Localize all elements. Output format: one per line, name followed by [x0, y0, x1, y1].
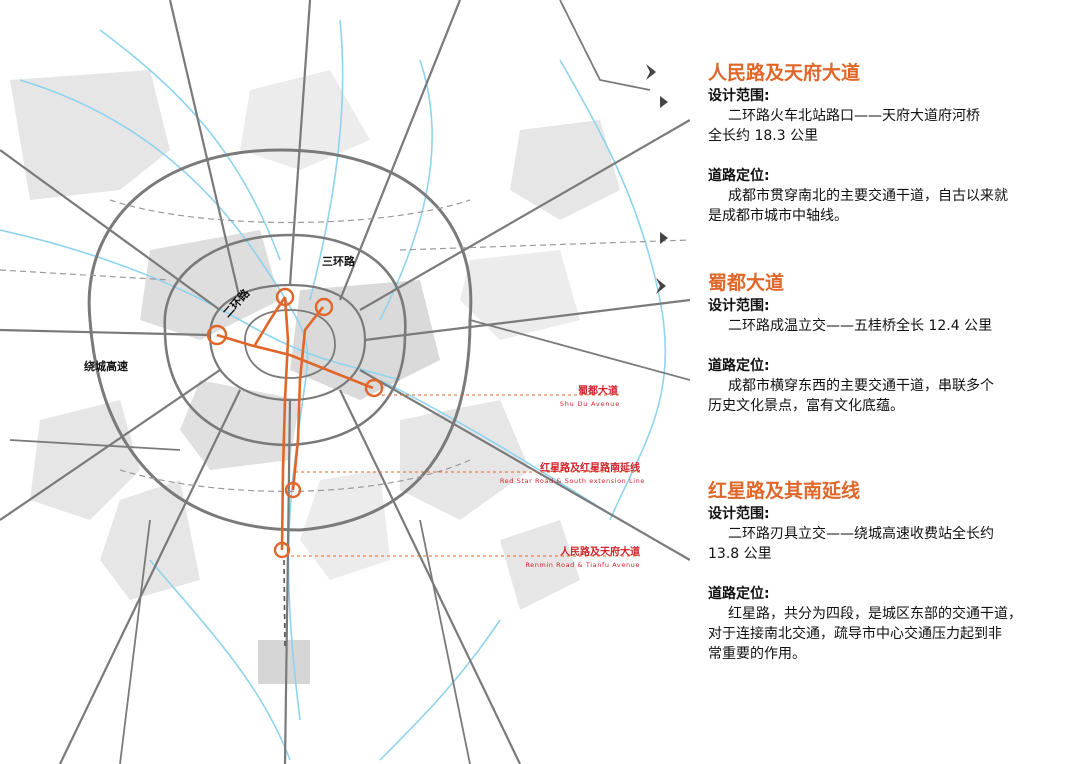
direction-arrows	[646, 64, 668, 294]
renmin-tianfu-route	[280, 296, 290, 551]
range-line: 全长约 18.3 公里	[708, 128, 819, 144]
callout-hongxing-cn: 红星路及红星路南延线	[540, 461, 640, 474]
node-tianfu-south	[273, 541, 291, 559]
route-nodes	[206, 287, 384, 559]
label-third-ring: 三环路	[322, 254, 356, 268]
position-label: 道路定位:	[708, 358, 770, 374]
callout-shudu-en: Shu Du Avenue	[560, 400, 620, 408]
position-line: 是成都市城市中轴线。	[708, 208, 848, 224]
node-wuguiqiao	[364, 378, 384, 398]
callout-hongxing-en: Red Star Road & South extension Line	[500, 477, 645, 485]
hongxing-route	[291, 306, 325, 491]
city-road-map: 二环路 三环路 绕城高速 蜀都大道 Shu Du Avenue 红星路及红星路南…	[0, 0, 690, 764]
position-line: 历史文化景点，富有文化底蕴。	[708, 398, 904, 414]
shudu-route	[216, 333, 374, 390]
callout-renmin-cn: 人民路及天府大道	[560, 545, 640, 558]
position-label: 道路定位:	[708, 586, 770, 602]
range-label: 设计范围:	[708, 298, 770, 314]
callout-renmin-en: Renmin Road & Tianfu Avenue	[525, 561, 640, 569]
section-shudu: 蜀都大道 设计范围: 二环路成温立交——五桂桥全长 12.4 公里 道路定位: …	[708, 270, 1068, 416]
node-renju	[284, 481, 302, 499]
section-renmin-tianfu: 人民路及天府大道 设计范围: 二环路火车北站路口——天府大道府河桥 全长约 18…	[708, 60, 1068, 226]
range-line: 二环路火车北站路口——天府大道府河桥	[728, 108, 980, 124]
range-label: 设计范围:	[708, 506, 770, 522]
position-line: 红星路，共分为四段，是城区东部的交通干道，	[728, 606, 1022, 622]
section-title: 红星路及其南延线	[708, 480, 861, 502]
node-chengwen	[206, 324, 228, 346]
second-ring	[208, 283, 367, 402]
position-line: 常重要的作用。	[708, 646, 806, 662]
section-title: 蜀都大道	[708, 272, 785, 294]
position-line: 成都市横穿东西的主要交通干道，串联多个	[728, 378, 994, 394]
urban-blocks	[10, 70, 620, 684]
node-north-station	[275, 287, 295, 307]
section-hongxing: 红星路及其南延线 设计范围: 二环路刃具立交——绕城高速收费站全长约 13.8 …	[708, 478, 1068, 664]
road-network	[0, 0, 690, 764]
callout-leaders	[285, 394, 640, 557]
position-line: 成都市贯穿南北的主要交通干道，自古以来就	[728, 188, 1008, 204]
position-line: 对于连接南北交通，疏导市中心交通压力起到非	[708, 626, 1002, 642]
south-dashed-extension	[283, 559, 286, 651]
callout-shudu-cn: 蜀都大道	[578, 384, 618, 397]
road-description-panel: 人民路及天府大道 设计范围: 二环路火车北站路口——天府大道府河桥 全长约 18…	[708, 60, 1068, 664]
range-line: 二环路刃具立交——绕城高速收费站全长约	[728, 526, 994, 542]
section-title: 人民路及天府大道	[708, 62, 861, 84]
range-line: 13.8 公里	[708, 546, 772, 562]
node-wugui-north	[314, 297, 334, 317]
label-ring-expressway: 绕城高速	[84, 359, 128, 373]
range-line: 二环路成温立交——五桂桥全长 12.4 公里	[728, 318, 993, 334]
position-label: 道路定位:	[708, 168, 770, 184]
range-label: 设计范围:	[708, 88, 770, 104]
